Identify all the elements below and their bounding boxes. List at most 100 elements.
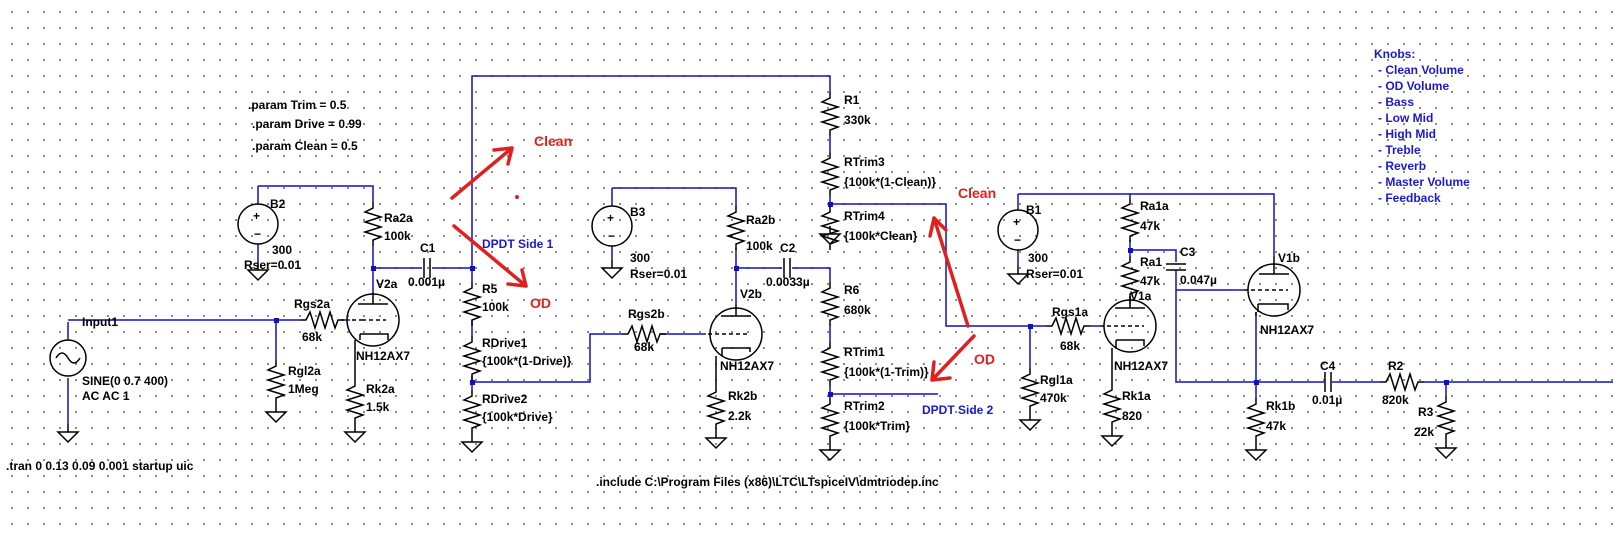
input-source[interactable] bbox=[49, 339, 87, 443]
svg-text:Rgs2b: Rgs2b bbox=[628, 307, 665, 321]
r2-resistor bbox=[1379, 373, 1425, 391]
junctions bbox=[274, 202, 1449, 397]
v2b-tube[interactable] bbox=[708, 304, 763, 386]
v1a-tube[interactable] bbox=[1100, 296, 1157, 384]
svg-text:Rgs2a: Rgs2a bbox=[294, 297, 330, 311]
svg-text:330k: 330k bbox=[844, 113, 871, 127]
rdrive1-resistor bbox=[463, 335, 481, 381]
svg-text:RTrim2: RTrim2 bbox=[844, 399, 885, 413]
svg-text:R3: R3 bbox=[1418, 405, 1434, 419]
svg-text:B1: B1 bbox=[1026, 203, 1042, 217]
svg-text:Rk2b: Rk2b bbox=[728, 389, 757, 403]
svg-text:470k: 470k bbox=[1040, 391, 1067, 405]
rgl1a-resistor bbox=[1021, 367, 1039, 413]
svg-text:2.2k: 2.2k bbox=[728, 409, 752, 423]
r6-resistor bbox=[821, 281, 839, 327]
svg-text:RTrim4: RTrim4 bbox=[844, 209, 885, 223]
dpdt-side-2: DPDT Side 2 bbox=[922, 403, 994, 417]
rgs1a-resistor bbox=[1045, 317, 1091, 335]
svg-text:Ra1: Ra1 bbox=[1140, 255, 1162, 269]
ra2b-resistor bbox=[727, 205, 745, 251]
c4-capacitor bbox=[1324, 372, 1332, 392]
od-label-2: OD bbox=[974, 351, 995, 367]
rgl2a-resistor bbox=[267, 359, 285, 405]
svg-text:22k: 22k bbox=[1414, 425, 1434, 439]
r1-resistor bbox=[821, 91, 839, 137]
clean-label-2: Clean bbox=[958, 185, 996, 201]
rtrim2-resistor bbox=[821, 397, 839, 443]
svg-text:NH12AX7: NH12AX7 bbox=[1114, 359, 1168, 373]
svg-text:47k: 47k bbox=[1266, 419, 1286, 433]
knobs-comment: Knobs: - Clean Volume - OD Volume - Bass… bbox=[1374, 47, 1470, 205]
dpdt-side-1: DPDT Side 1 bbox=[482, 237, 554, 251]
svg-text:RTrim1: RTrim1 bbox=[844, 345, 885, 359]
svg-text:- Feedback: - Feedback bbox=[1378, 191, 1441, 205]
svg-text:C1: C1 bbox=[420, 241, 436, 255]
svg-text:300: 300 bbox=[630, 251, 650, 265]
rk2b-resistor bbox=[707, 385, 725, 431]
svg-text:+: + bbox=[253, 209, 260, 223]
svg-text:1Meg: 1Meg bbox=[288, 382, 319, 396]
svg-text:Rser=0.01: Rser=0.01 bbox=[630, 267, 687, 281]
svg-text:V1a: V1a bbox=[1130, 289, 1152, 303]
b2-source[interactable]: +− bbox=[237, 203, 279, 245]
rdrive2-resistor bbox=[463, 389, 481, 435]
rk1b-resistor bbox=[1247, 397, 1265, 443]
rtrim1-resistor bbox=[821, 341, 839, 387]
clean-label-1: Clean bbox=[534, 133, 572, 149]
capacitors bbox=[423, 258, 1332, 392]
svg-text:Ra1a: Ra1a bbox=[1140, 199, 1169, 213]
svg-text:- OD Volume: - OD Volume bbox=[1378, 79, 1449, 93]
svg-text:- Clean Volume: - Clean Volume bbox=[1378, 63, 1464, 77]
svg-text:Rk1a: Rk1a bbox=[1122, 389, 1151, 403]
annotations: Clean OD Clean OD DPDT Side 1 DPDT Side … bbox=[482, 133, 996, 417]
svg-text:0.001µ: 0.001µ bbox=[408, 275, 445, 289]
svg-text:C3: C3 bbox=[1180, 245, 1196, 259]
annotation-arrows bbox=[450, 146, 976, 382]
svg-text:0.047µ: 0.047µ bbox=[1180, 273, 1217, 287]
b1-source[interactable]: +− bbox=[997, 209, 1039, 251]
v1b-tube[interactable] bbox=[1244, 256, 1301, 317]
svg-text:Rk2a: Rk2a bbox=[366, 382, 395, 396]
svg-text:B2: B2 bbox=[270, 197, 286, 211]
svg-text:1.5k: 1.5k bbox=[366, 400, 390, 414]
r3-resistor bbox=[1437, 395, 1455, 441]
svg-text:−: − bbox=[608, 229, 615, 243]
svg-text:R6: R6 bbox=[844, 283, 860, 297]
svg-text:- Treble: - Treble bbox=[1378, 143, 1421, 157]
svg-text:680k: 680k bbox=[844, 303, 871, 317]
svg-text:- Low Mid: - Low Mid bbox=[1378, 111, 1433, 125]
svg-text:−: − bbox=[1014, 233, 1021, 247]
svg-text:V2a: V2a bbox=[376, 277, 398, 291]
svg-text:- Reverb: - Reverb bbox=[1378, 159, 1426, 173]
rtrim3-resistor bbox=[821, 151, 839, 197]
svg-text:C2: C2 bbox=[780, 241, 796, 255]
svg-text:R2: R2 bbox=[1388, 359, 1404, 373]
v2a-tube[interactable] bbox=[346, 292, 400, 380]
b3-source[interactable]: +− bbox=[591, 205, 633, 247]
svg-text:AC AC 1: AC AC 1 bbox=[82, 389, 130, 403]
svg-text:Rser=0.01: Rser=0.01 bbox=[244, 258, 301, 272]
svg-text:SINE(0 0.7 400): SINE(0 0.7 400) bbox=[82, 374, 168, 388]
svg-text:V1b: V1b bbox=[1278, 251, 1300, 265]
svg-text:+: + bbox=[607, 211, 614, 225]
resistors bbox=[267, 91, 1455, 443]
svg-text:100k: 100k bbox=[746, 239, 773, 253]
svg-text:NH12AX7: NH12AX7 bbox=[356, 349, 410, 363]
svg-text:V2b: V2b bbox=[740, 287, 762, 301]
c1-capacitor bbox=[423, 258, 431, 278]
svg-text:{100k*(1-Trim)}: {100k*(1-Trim)} bbox=[844, 365, 929, 379]
svg-text:{100k*(1-Clean)}: {100k*(1-Clean)} bbox=[844, 175, 936, 189]
svg-text:RTrim3: RTrim3 bbox=[844, 155, 885, 169]
svg-text:68k: 68k bbox=[634, 340, 654, 354]
svg-text:- Bass: - Bass bbox=[1378, 95, 1414, 109]
rgs2a-resistor bbox=[299, 311, 345, 329]
svg-text:NH12AX7: NH12AX7 bbox=[720, 359, 774, 373]
c3-capacitor bbox=[1166, 263, 1186, 271]
svg-text:C4: C4 bbox=[1320, 359, 1336, 373]
c2-capacitor bbox=[783, 258, 791, 278]
svg-text:Rgl2a: Rgl2a bbox=[288, 364, 321, 378]
param-drive: .param Drive = 0.99 bbox=[252, 117, 362, 131]
param-trim: .param Trim = 0.5 bbox=[248, 98, 347, 112]
